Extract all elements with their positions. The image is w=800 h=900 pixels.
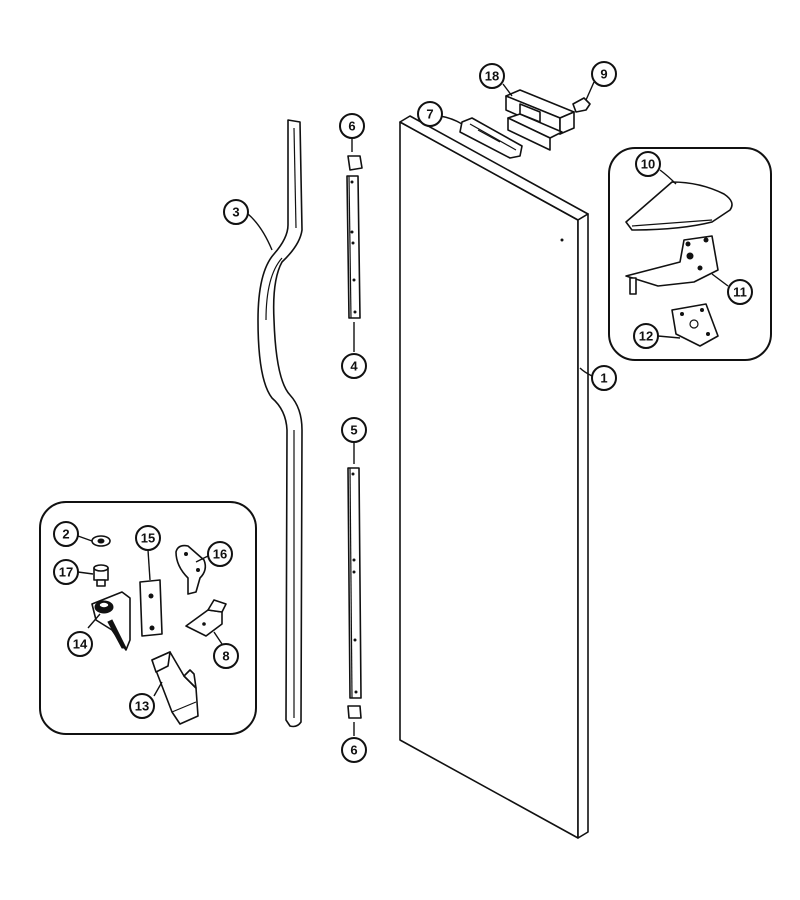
washer-part (91, 535, 111, 547)
end-cap-top (347, 155, 363, 171)
callout-8-label: 8 (222, 649, 229, 664)
door-panel (399, 115, 589, 839)
end-cap-bottom (347, 705, 362, 719)
callout-7: 7 (417, 101, 443, 127)
callout-17-label: 17 (59, 565, 73, 580)
callout-6-bottom-label: 6 (350, 743, 357, 758)
callout-1-label: 1 (600, 371, 607, 386)
callout-6-top: 6 (339, 113, 365, 139)
callout-16: 16 (207, 541, 233, 567)
callout-4-label: 4 (350, 359, 358, 374)
hinge-block-part (151, 651, 199, 725)
top-hinge-bracket (625, 235, 719, 295)
handle-mount-strip-bottom (347, 467, 362, 699)
hinge-plate-part (139, 579, 163, 637)
callout-13-label: 13 (135, 699, 149, 714)
callout-1: 1 (591, 365, 617, 391)
door-handle (257, 119, 303, 728)
callout-18: 18 (479, 63, 505, 89)
callout-5: 5 (341, 417, 367, 443)
callout-16-label: 16 (213, 547, 227, 562)
callout-13: 13 (129, 693, 155, 719)
callout-12-label: 12 (639, 329, 653, 344)
small-clip-part (572, 97, 591, 113)
callout-12: 12 (633, 323, 659, 349)
callout-10-label: 10 (641, 157, 655, 172)
callout-6-top-label: 6 (348, 119, 355, 134)
callout-4: 4 (341, 353, 367, 379)
bottom-hinge-part (91, 591, 131, 651)
leader-lines (77, 81, 729, 736)
callout-17: 17 (53, 559, 79, 585)
callout-7-label: 7 (426, 107, 433, 122)
callout-5-label: 5 (350, 423, 357, 438)
callout-9: 9 (591, 61, 617, 87)
callout-11-label: 11 (733, 285, 747, 300)
callout-3-label: 3 (232, 205, 239, 220)
callout-18-label: 18 (485, 69, 499, 84)
hinge-bracket-part (175, 544, 207, 595)
callout-10: 10 (635, 151, 661, 177)
top-hinge-group (608, 147, 772, 361)
callout-2: 2 (53, 521, 79, 547)
hinge-cover (459, 117, 523, 159)
top-hinge-shim (671, 303, 719, 347)
callout-15: 15 (135, 525, 161, 551)
handle-mount-strip-top (346, 175, 361, 319)
callout-14: 14 (67, 631, 93, 657)
callout-14-label: 14 (73, 637, 88, 652)
callout-6-bottom: 6 (341, 737, 367, 763)
bottom-hinge-group (39, 501, 257, 735)
top-hinge-cover (625, 181, 733, 231)
callout-2-label: 2 (62, 527, 69, 542)
callout-3: 3 (223, 199, 249, 225)
top-block-part (505, 89, 575, 151)
callout-15-label: 15 (141, 531, 155, 546)
angle-bracket-part (185, 599, 227, 637)
callout-8: 8 (213, 643, 239, 669)
callout-11: 11 (727, 279, 753, 305)
callout-9-label: 9 (600, 67, 607, 82)
bushing-part (93, 564, 109, 587)
